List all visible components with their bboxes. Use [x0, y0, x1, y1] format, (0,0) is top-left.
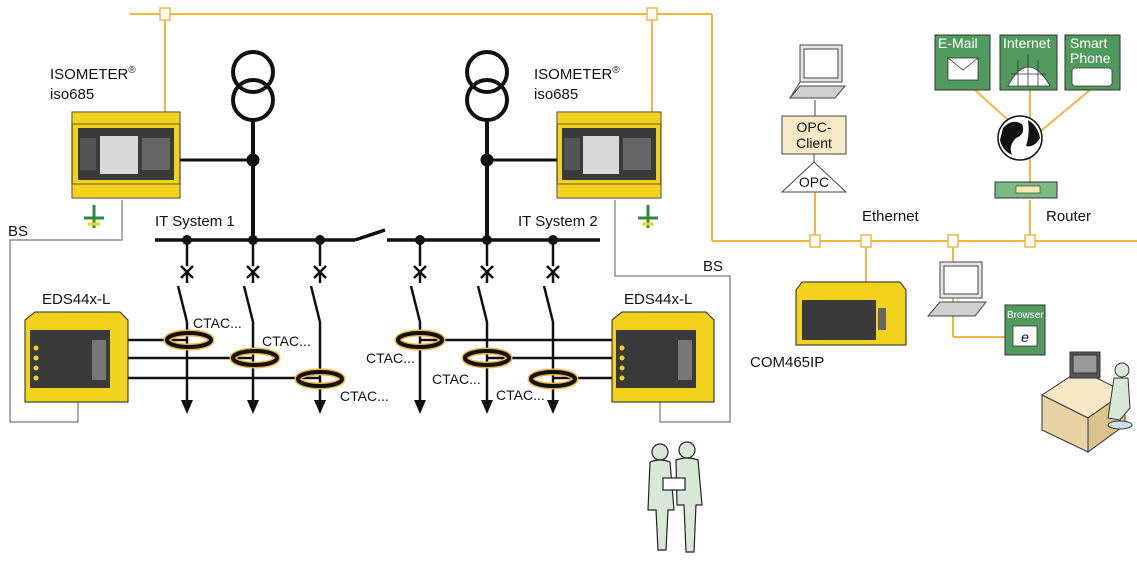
feeder-arrows: [181, 400, 559, 414]
it-system-2-label: IT System 2: [518, 213, 598, 230]
isometer-left-model: iso685: [50, 86, 94, 103]
ctac-rings: [163, 329, 579, 390]
transformer-icon: [465, 50, 509, 240]
globe-icon: [997, 115, 1043, 161]
opc-client-label-2: Client: [796, 135, 832, 151]
ctac-labels: CTAC... CTAC... CTAC... CTAC... CTAC... …: [193, 315, 545, 404]
isometer-right-model: iso685: [534, 86, 578, 103]
ctac-label: CTAC...: [340, 388, 389, 404]
ground-icon: [84, 205, 104, 228]
smartphone-icon: Smart Phone: [1064, 34, 1121, 91]
com465ip-device: [795, 281, 907, 346]
ctac-label: CTAC...: [496, 387, 545, 403]
internet-icon: Internet: [999, 34, 1058, 91]
browser-label: Browser: [1007, 310, 1044, 321]
opc-triangle: OPC: [780, 161, 848, 193]
isometer-right-name: ISOMETER®: [534, 65, 620, 83]
transformer-icon: [231, 50, 275, 240]
bs-lines: [9, 200, 731, 423]
bs-label-left: BS: [8, 223, 28, 240]
ctac-label: CTAC...: [432, 371, 481, 387]
ground-icon: [638, 205, 658, 228]
ctac-label: CTAC...: [366, 350, 415, 366]
opc-label: OPC: [799, 174, 829, 190]
browser-e-glyph: e: [1021, 329, 1029, 345]
eds-left-device: [24, 311, 129, 403]
workstation-icon: [1041, 351, 1133, 453]
isometer-left-name: ISOMETER®: [50, 65, 136, 83]
router-label: Router: [1046, 208, 1091, 225]
opc-client-label-1: OPC-: [797, 119, 832, 135]
it-system-1-label: IT System 1: [155, 213, 235, 230]
email-label: E-Mail: [938, 35, 978, 51]
isometer-right-device: [556, 111, 662, 199]
eds-right-device: [611, 311, 715, 403]
opc-client-box: OPC- Client: [781, 115, 847, 155]
isometer-left-device: [71, 111, 181, 199]
eds-left-label: EDS44x-L: [42, 291, 110, 308]
bus-connectors: [159, 7, 1036, 248]
ctac-label: CTAC...: [193, 315, 242, 331]
isometer-connections: [180, 153, 560, 167]
browser-icon: Browser e: [1004, 304, 1046, 356]
bs-label-right: BS: [703, 258, 723, 275]
com465ip-label: COM465IP: [750, 354, 824, 371]
router-icon: [994, 181, 1058, 199]
internet-label: Internet: [1003, 35, 1051, 51]
ctac-label: CTAC...: [262, 333, 311, 349]
eds-right-label: EDS44x-L: [624, 291, 692, 308]
busbars: [155, 228, 600, 242]
email-icon: E-Mail: [934, 34, 991, 91]
smartphone-label-2: Phone: [1070, 50, 1111, 66]
technicians-icon: [647, 441, 703, 553]
feeders: [176, 240, 560, 405]
smartphone-label-1: Smart: [1070, 35, 1107, 51]
ethernet-label: Ethernet: [862, 208, 920, 225]
laptop-icon: [788, 44, 847, 99]
laptop-icon: [926, 261, 988, 317]
